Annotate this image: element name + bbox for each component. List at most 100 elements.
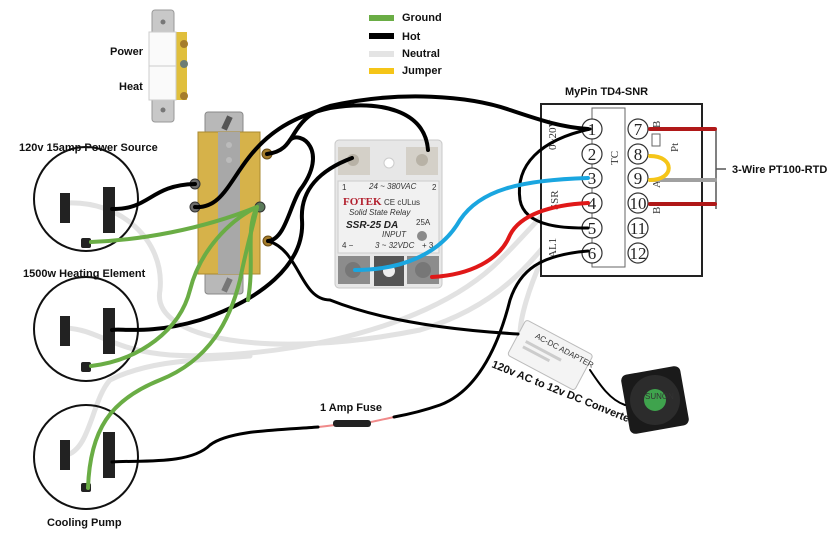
ssr-terminal-3: + 3: [422, 241, 434, 250]
hot-wire-switch-to-controller-1: [265, 94, 590, 156]
legend-label-hot: Hot: [402, 31, 421, 43]
hot-wire-controller-loop: [517, 127, 592, 230]
controller-terminal: 12: [627, 242, 649, 264]
terminal-number: 10: [630, 194, 647, 213]
ssr-indicator-led: [417, 231, 427, 241]
switch-reference-heat-rocker: [148, 65, 177, 101]
legend-label-jumper: Jumper: [402, 65, 442, 77]
switch-label-power: Power: [110, 46, 144, 58]
terminal-number: 3: [588, 169, 597, 188]
controller-label-alarm: AL1: [547, 238, 559, 258]
controller-terminal: 10: [627, 192, 649, 214]
controller-terminal: 9: [627, 167, 649, 189]
terminal-number: 9: [634, 169, 643, 188]
terminal-circle: [627, 217, 649, 239]
terminal-number: 5: [588, 219, 597, 238]
legend-swatch-ground: [369, 15, 394, 21]
controller-terminal: 8: [627, 143, 649, 165]
legend: Ground Hot Neutral Jumper: [369, 12, 442, 77]
legend-item-ground: Ground: [369, 12, 442, 24]
legend-swatch-jumper: [369, 68, 394, 74]
ground-wire-source: [89, 205, 259, 244]
ssr-output-range: 24 ~ 380VAC: [368, 182, 417, 191]
legend-swatch-neutral: [369, 51, 394, 57]
controller-terminal: 2: [581, 143, 603, 165]
controller-terminal: 7: [627, 118, 649, 140]
ssr-model: SSR-25 DA: [346, 220, 398, 231]
terminal-number: 6: [588, 244, 597, 263]
converter-to-fan-wire: [589, 369, 626, 406]
terminal-number: 11: [630, 219, 646, 238]
controller-terminal: 11: [627, 217, 649, 239]
terminal-number: 7: [634, 120, 643, 139]
controller-label-b1: B: [651, 121, 663, 128]
legend-label-ground: Ground: [402, 12, 442, 24]
outlet-cooling-pump: [33, 404, 139, 510]
switch-reference-image: [148, 9, 188, 123]
label-controller: MyPin TD4-SNR: [565, 86, 648, 98]
hot-wire-controller-6-to-fuse: [392, 249, 590, 419]
legend-swatch-hot: [369, 33, 394, 39]
rtd-jumper: [648, 154, 671, 182]
hot-wires: [110, 94, 626, 464]
controller-label-pt: Pt: [669, 143, 681, 152]
terminal-number: 12: [630, 244, 647, 263]
label-cooling-pump: Cooling Pump: [47, 517, 122, 529]
controller-terminal: 5: [581, 217, 603, 239]
legend-label-neutral: Neutral: [402, 48, 440, 60]
hot-wire-source-to-switch: [110, 182, 197, 212]
hot-wire-fuse-to-pump: [110, 425, 320, 464]
controller-right-terminals: 7 8 9 10 11 12: [627, 118, 649, 264]
ssr-subtitle: Solid State Relay: [349, 208, 411, 217]
ground-wires: [86, 205, 259, 490]
hot-wire-ssr-heat: [266, 135, 315, 243]
ssr-rating: 25A: [416, 218, 431, 227]
cooling-fan: SUNON: [621, 366, 689, 434]
switch-reference-power-rocker: [148, 31, 177, 67]
inline-fuse: [317, 416, 395, 428]
legend-item-jumper: Jumper: [369, 65, 442, 77]
ssr-input-label: INPUT: [382, 230, 407, 239]
controller-label-a: A: [651, 180, 663, 188]
terminal-circle: [627, 242, 649, 264]
terminal-number: 4: [588, 194, 597, 213]
ssr-terminal-4: 4 −: [342, 241, 354, 250]
terminal-circle: [581, 143, 603, 165]
ssr-positive-wire: [430, 201, 590, 279]
terminal-number: 8: [634, 145, 643, 164]
terminal-number: 2: [588, 145, 597, 164]
label-fuse: 1 Amp Fuse: [320, 402, 382, 414]
label-rtd: 3-Wire PT100-RTD: [732, 164, 827, 176]
neutral-wire-pump: [63, 353, 253, 458]
ssr-terminal-2: 2: [432, 183, 437, 192]
terminal-circle: [627, 143, 649, 165]
label-power-source: 120v 15amp Power Source: [19, 142, 158, 154]
ssr-input-range: 3 ~ 32VDC: [375, 241, 415, 250]
legend-item-hot: Hot: [369, 31, 421, 43]
ground-wire-pump: [86, 205, 259, 490]
controller-terminal: 6: [581, 242, 603, 264]
controller-label-tc: TC: [609, 151, 621, 165]
fan-brand: SUNON: [645, 392, 674, 401]
ssr-certification-marks: CE cULus: [384, 198, 420, 207]
hot-wire-switch-to-ssr1: [193, 103, 430, 210]
controller-label-b2: B: [651, 207, 663, 214]
hot-wire-ssr1-loop: [110, 156, 354, 332]
terminal-circle: [627, 167, 649, 189]
terminal-circle: [627, 192, 649, 214]
ssr-negative-wire: [353, 176, 590, 272]
label-heating-element: 1500w Heating Element: [23, 268, 146, 280]
rtd-wires: [648, 127, 717, 206]
switch-label-heat: Heat: [119, 81, 143, 93]
ground-wire-switch: [246, 205, 259, 302]
dual-switch: [189, 111, 274, 295]
outlet-power-source: [33, 146, 139, 252]
ssr-control-wires: [353, 176, 590, 279]
ssr-terminal-1: 1: [342, 183, 347, 192]
rtd-bracket: [715, 130, 726, 209]
controller-terminal: 4: [581, 192, 603, 214]
hot-wire-switch-to-pump: [266, 239, 520, 336]
